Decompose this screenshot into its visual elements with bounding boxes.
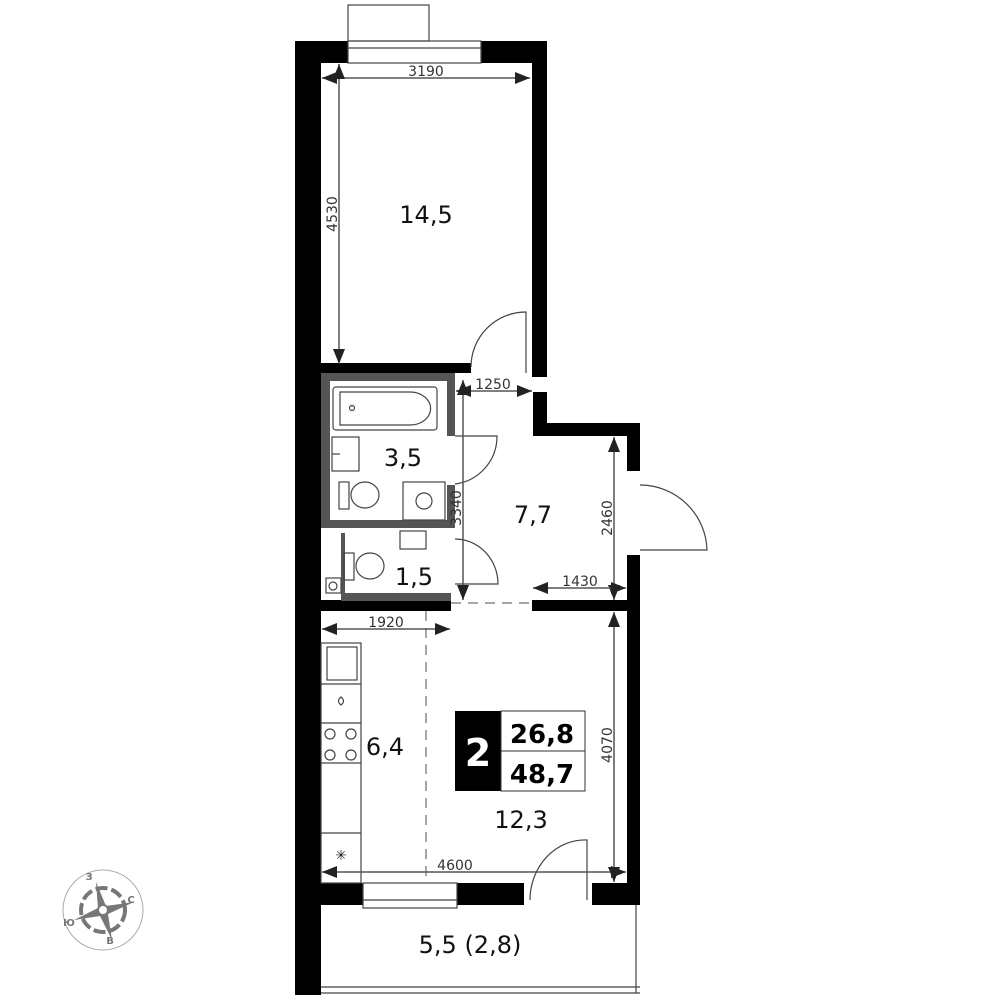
- drain-icon: [325, 577, 342, 594]
- dim-living-width: 4600: [437, 858, 473, 874]
- dim-hall-bottom: 1430: [562, 574, 598, 590]
- dim-kitchen-width: 1920: [368, 615, 404, 631]
- living-area: 26,8: [510, 720, 574, 750]
- door-bedroom[interactable]: [470, 311, 527, 373]
- room-areas: 14,5 3,5 7,7 1,5 6,4 12,3 5,5 (2,8): [366, 201, 552, 959]
- door-entrance[interactable]: [639, 484, 708, 551]
- dim-hall-length: 3340: [449, 490, 465, 526]
- kitchen-sink-icon: [326, 646, 358, 681]
- area-wc: 1,5: [395, 563, 433, 591]
- dim-hall-top: 1250: [475, 377, 511, 393]
- compass-icon: З С Ю В: [62, 869, 144, 951]
- stove-icon: [324, 728, 357, 761]
- dimensions: 3190 4530 1250 3340 2460 1430 1920 4600 …: [322, 64, 626, 882]
- wc-toilet-icon: [355, 552, 385, 580]
- summary-badge: 2 26,8 48,7: [455, 710, 586, 792]
- area-hall: 7,7: [514, 501, 552, 529]
- area-living: 12,3: [494, 806, 547, 834]
- dim-bedroom-length: 4530: [325, 196, 341, 232]
- fixtures: ✳: [320, 386, 446, 884]
- door-wc[interactable]: [454, 538, 499, 585]
- windows: [321, 4, 640, 994]
- bathroom-walls: [321, 373, 455, 601]
- toilet-icon: [350, 481, 380, 509]
- dim-living-length: 4070: [600, 727, 616, 763]
- area-balcony: 5,5 (2,8): [419, 931, 522, 959]
- compass-s: Ю: [63, 918, 75, 929]
- dim-hall-right: 2460: [600, 500, 616, 536]
- fridge-icon: ✳: [335, 848, 347, 864]
- walls: [295, 41, 640, 995]
- wc-sink-icon: [399, 530, 427, 550]
- door-bathroom[interactable]: [454, 435, 498, 485]
- door-balcony[interactable]: [529, 839, 588, 901]
- compass-n: С: [127, 895, 134, 906]
- compass-e: В: [106, 936, 114, 947]
- washing-machine-icon: [402, 481, 446, 521]
- area-bedroom: 14,5: [399, 201, 452, 229]
- total-area: 48,7: [510, 760, 574, 790]
- rooms-count: 2: [465, 731, 491, 775]
- compass-w: З: [85, 872, 92, 883]
- dim-bedroom-width: 3190: [408, 64, 444, 80]
- area-bathroom: 3,5: [384, 444, 422, 472]
- bathtub-icon: [332, 386, 438, 431]
- area-kitchen: 6,4: [366, 733, 404, 761]
